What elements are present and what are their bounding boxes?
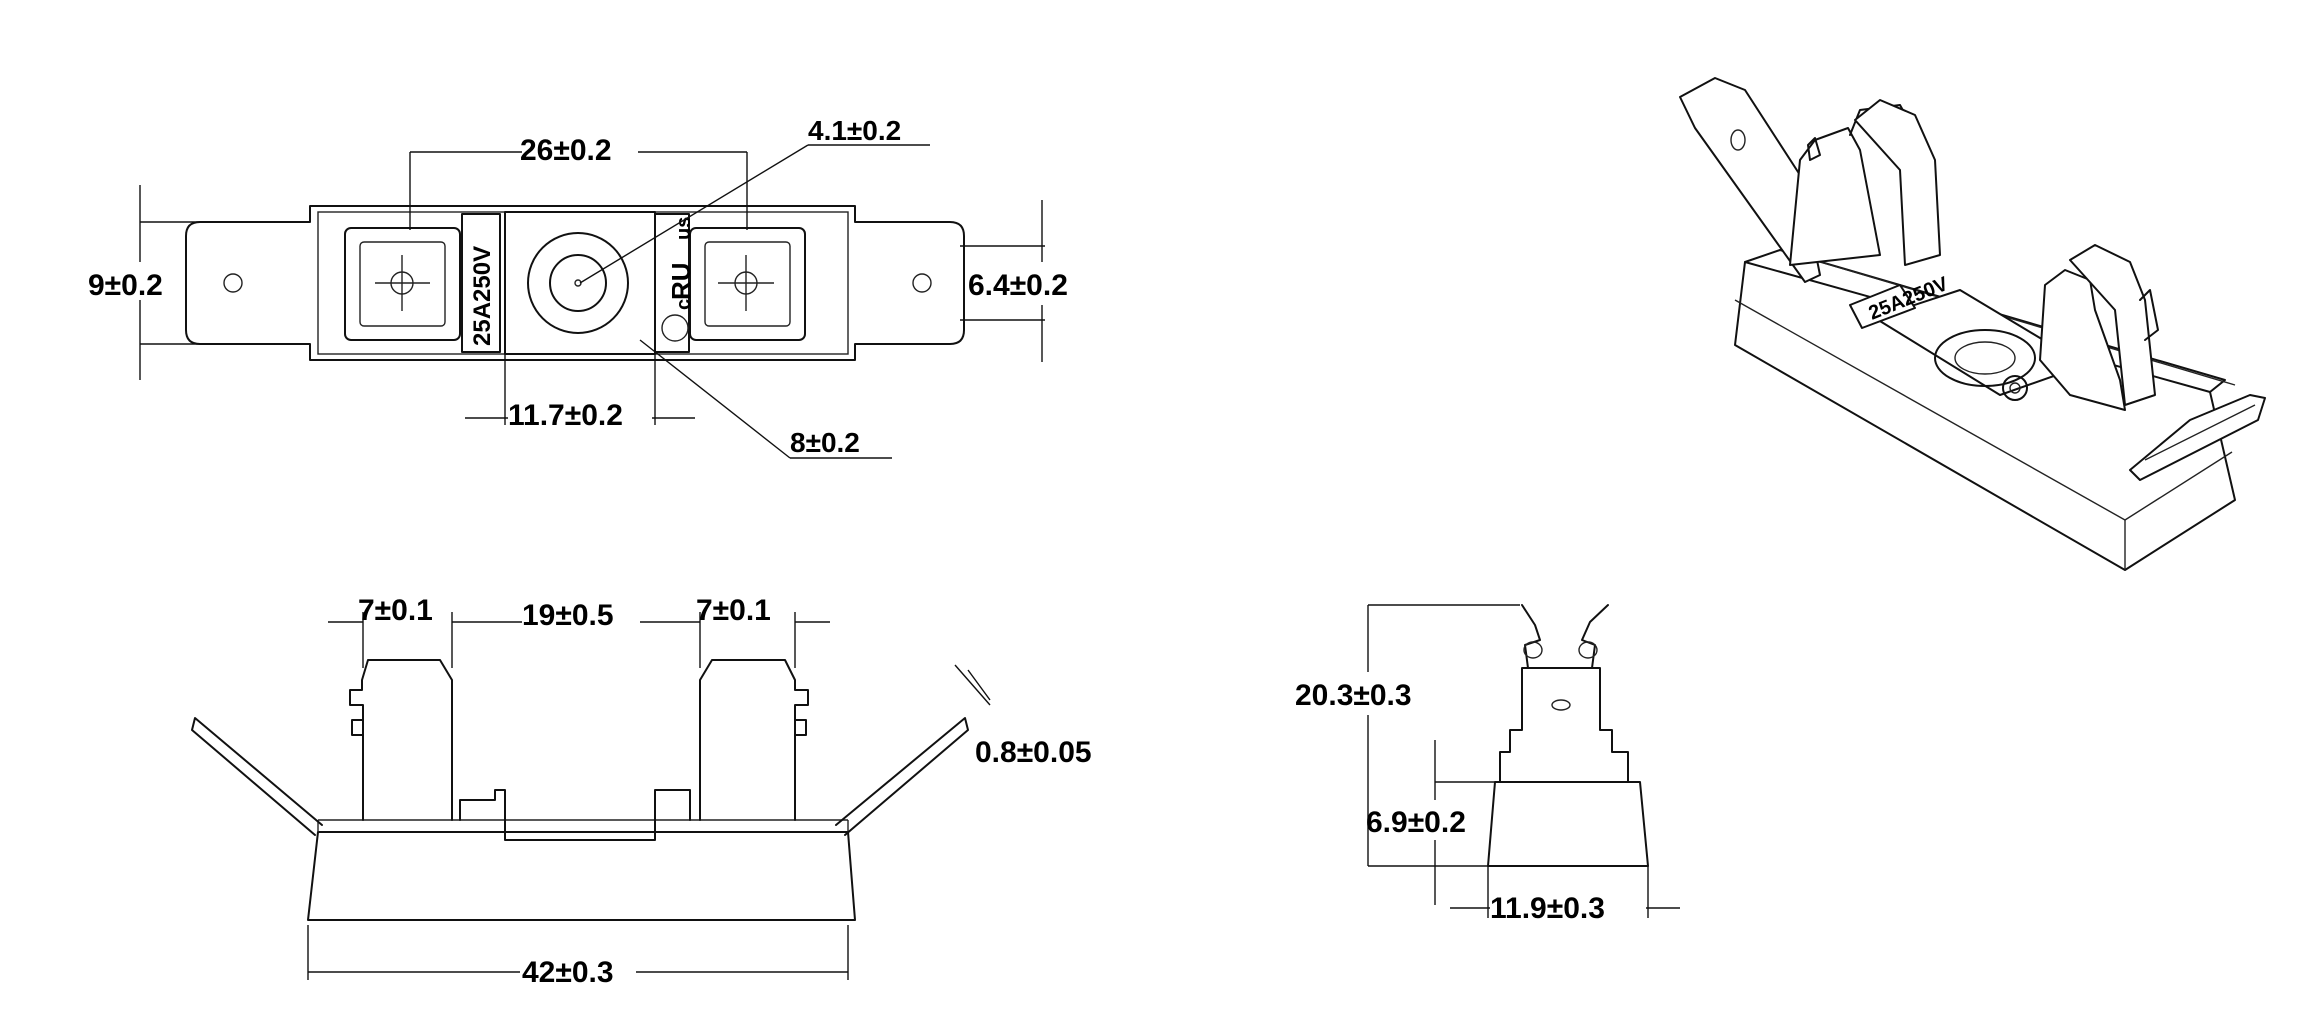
front-dim-left-clip: 7±0.1 — [358, 594, 433, 627]
top-dim-hole: 4.1±0.2 — [808, 115, 901, 146]
top-dim-outer-ring: 8±0.2 — [790, 427, 860, 458]
top-cert-ru: RU — [666, 262, 696, 300]
side-view: 20.3±0.3 6.9±0.2 11.9±0.3 — [1295, 604, 1680, 925]
top-dim-right-height: 6.4±0.2 — [968, 269, 1068, 302]
top-cert-c: c — [673, 299, 695, 310]
isometric-view: 25A250V — [1679, 77, 2266, 571]
top-dim-left-height: 9±0.2 — [88, 269, 163, 302]
front-dim-clip-gap: 19±0.5 — [522, 599, 614, 632]
top-view: 25A250V us RU c 26±0.2 4.1±0.2 9±0.2 6.4… — [88, 115, 1068, 459]
top-cert-us: us — [673, 217, 695, 240]
side-dim-total-height: 20.3±0.3 — [1295, 679, 1412, 712]
front-dim-tab-thickness: 0.8±0.05 — [975, 736, 1092, 769]
front-dim-right-clip: 7±0.1 — [696, 594, 771, 627]
top-rating-label: 25A250V — [469, 246, 496, 346]
side-dim-base-width: 11.9±0.3 — [1490, 892, 1605, 925]
front-view: 7±0.1 19±0.5 7±0.1 0.8±0.05 42±0.3 — [191, 594, 1092, 989]
top-dim-base-width: 11.7±0.2 — [508, 399, 623, 432]
front-dim-overall-length: 42±0.3 — [522, 956, 614, 989]
side-dim-base-height: 6.9±0.2 — [1366, 806, 1466, 839]
top-dim-span: 26±0.2 — [520, 134, 612, 167]
